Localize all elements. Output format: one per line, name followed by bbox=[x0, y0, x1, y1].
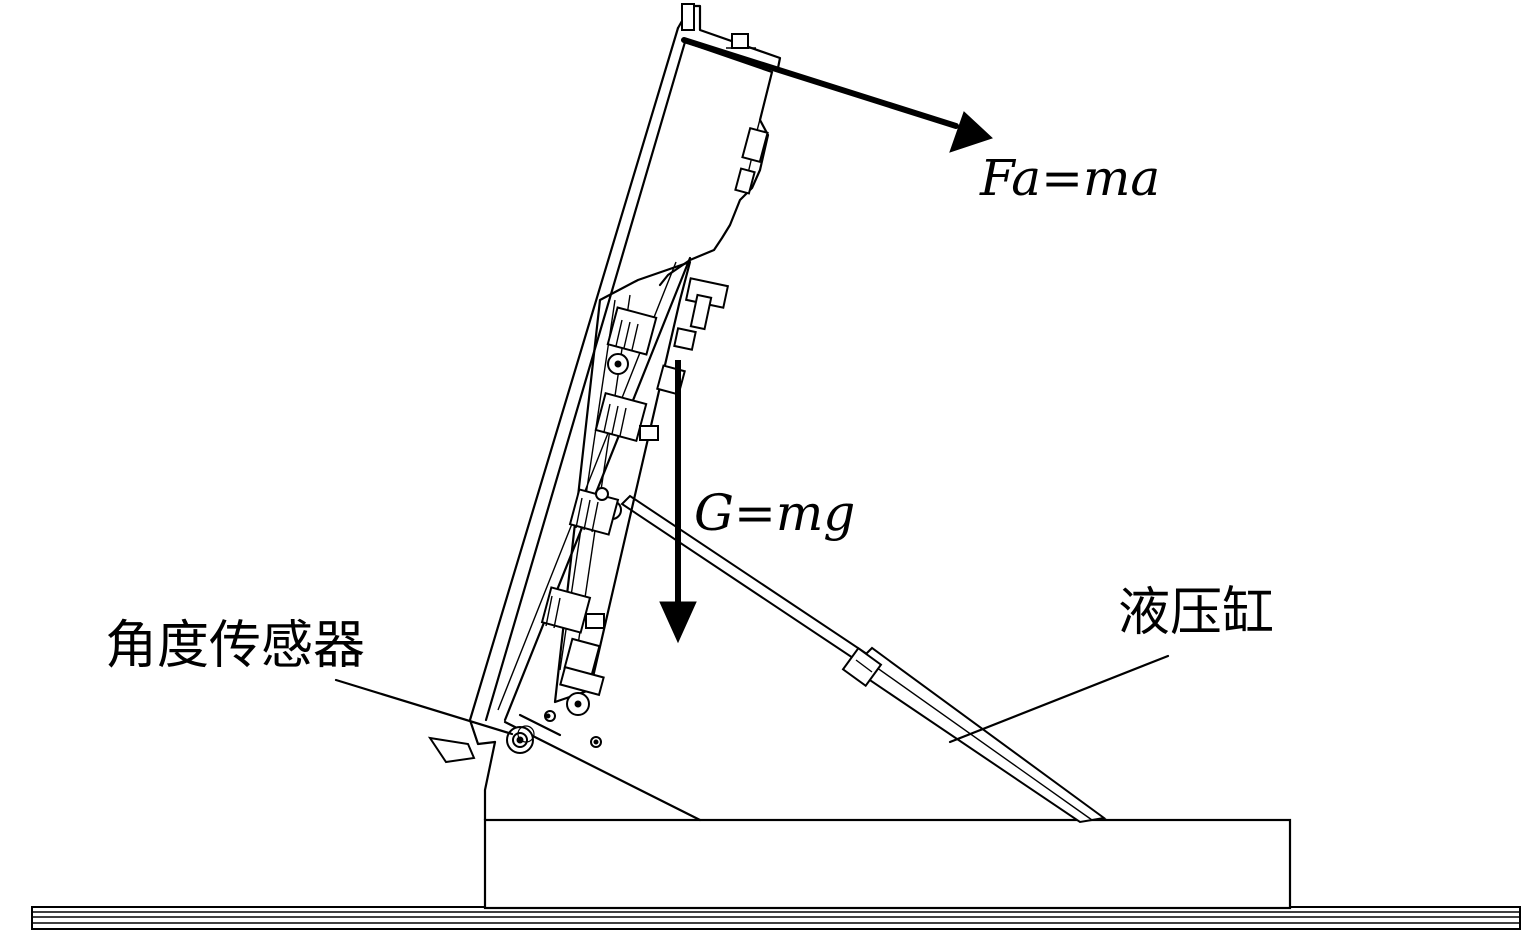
gravity-label: G=mg bbox=[694, 484, 855, 542]
inertial-force-arrow bbox=[681, 37, 993, 153]
ground-rail bbox=[31, 906, 1521, 930]
leader-lines bbox=[334, 654, 1170, 744]
angle-sensor-label: 角度传感器 bbox=[105, 616, 365, 676]
hydraulic-cylinder-label: 液压缸 bbox=[1118, 583, 1274, 643]
hydraulic-cylinder bbox=[602, 494, 1107, 824]
tilting-frame bbox=[468, 3, 782, 746]
frame-components bbox=[540, 277, 730, 716]
support-bracket bbox=[503, 710, 702, 822]
base-block bbox=[483, 740, 1292, 910]
angle-sensor-hinge bbox=[427, 725, 535, 764]
gravity-arrow bbox=[659, 360, 697, 644]
inertial-force-label: Fa=ma bbox=[979, 149, 1160, 207]
